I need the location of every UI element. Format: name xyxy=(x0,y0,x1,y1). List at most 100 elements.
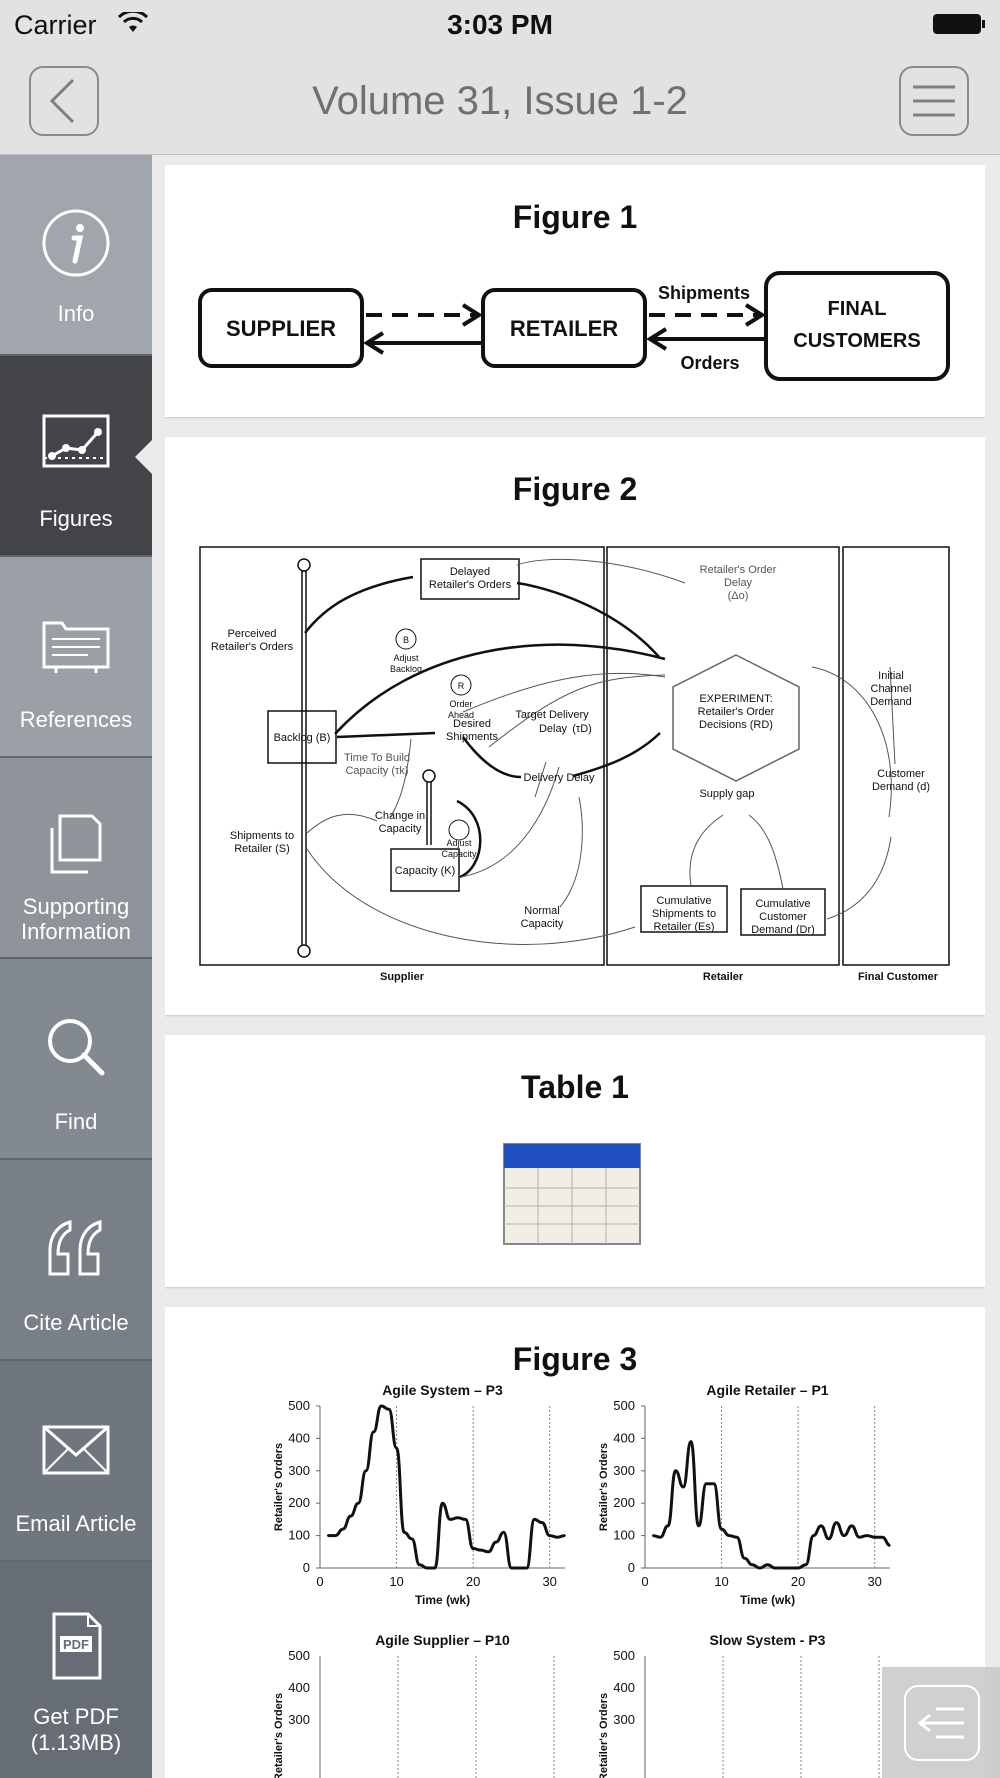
fig2-tau-d: (τD) xyxy=(572,723,592,735)
figures-list[interactable]: Figure 1 SUPPLIER RETAILER FINAL CUSTOME… xyxy=(165,165,985,1778)
collapse-button-frame xyxy=(904,1685,980,1761)
data-point xyxy=(334,1534,337,1537)
fig2-desired-2: Shipments xyxy=(446,731,498,743)
pdf-icon: PDF xyxy=(52,1612,102,1680)
y-tick-label: 300 xyxy=(288,1712,310,1727)
data-point xyxy=(766,1563,769,1566)
retailer-box xyxy=(481,288,647,368)
sidebar-item-get-pdf[interactable]: PDF Get PDF (1.13MB) xyxy=(0,1562,152,1778)
collapse-arrow-icon xyxy=(917,1707,964,1739)
fig2-delivery-delay: Delivery Delay xyxy=(524,772,595,784)
final-customers-box xyxy=(764,271,950,381)
data-point xyxy=(418,1563,421,1566)
final-customer-panel xyxy=(842,546,950,966)
data-point xyxy=(728,1534,731,1537)
fig2-shipments-ret-2: Retailer (S) xyxy=(234,843,290,855)
wifi-icon xyxy=(118,12,148,32)
figure-2-diagram[interactable]: Delayed Retailer's Orders Perceived Reta… xyxy=(165,437,985,1015)
fig2-experiment-1: EXPERIMENT: xyxy=(699,693,772,705)
fig2-normal-2: Capacity xyxy=(521,918,564,930)
figure-1-card[interactable]: Figure 1 SUPPLIER RETAILER FINAL CUSTOME… xyxy=(165,165,985,417)
sidebar-item-figures[interactable]: Figures xyxy=(0,356,152,557)
data-point xyxy=(548,1534,551,1537)
data-point xyxy=(479,1549,482,1551)
figure-2-card[interactable]: Figure 2 xyxy=(165,437,985,1015)
status-time: 3:03 PM xyxy=(447,9,553,40)
retailer-label: RETAILER xyxy=(510,316,618,341)
fig2-panel-supplier: Supplier xyxy=(380,971,425,983)
back-button[interactable] xyxy=(29,66,99,136)
info-icon xyxy=(42,209,110,277)
y-tick-label: 400 xyxy=(288,1680,310,1695)
data-point xyxy=(349,1515,352,1517)
y-axis-label: Retailer's Orders xyxy=(598,1693,610,1778)
data-point xyxy=(518,1567,520,1569)
fig2-delayed-1: Delayed xyxy=(450,566,490,578)
x-tick-label: 30 xyxy=(867,1574,881,1589)
data-point xyxy=(357,1502,360,1504)
fig2-cum-dem-3: Demand (Dr) xyxy=(751,924,815,936)
search-icon xyxy=(48,1019,105,1076)
supplier-box xyxy=(198,288,364,368)
series-line xyxy=(327,1404,566,1570)
battery-icon xyxy=(933,14,985,34)
chart-title: Slow System - P3 xyxy=(710,1632,826,1648)
data-point xyxy=(502,1531,505,1534)
sidebar-item-email-article[interactable]: Email Article xyxy=(0,1361,152,1562)
fig2-order-ahead-1: Order xyxy=(449,699,472,709)
status-bar: Carrier 3:03 PM xyxy=(0,0,1000,48)
figure-1-diagram[interactable]: SUPPLIER RETAILER FINAL CUSTOMERS Shipme… xyxy=(165,165,985,417)
sidebar-item-label-line2: Information xyxy=(20,919,132,944)
collapse-panel-button[interactable] xyxy=(882,1667,1000,1778)
y-tick-label: 0 xyxy=(303,1560,310,1575)
sidebar-item-info[interactable]: Info xyxy=(0,155,152,356)
sidebar-item-find[interactable]: Find xyxy=(0,959,152,1160)
data-point xyxy=(556,1536,559,1539)
fig2-change-cap-2: Capacity xyxy=(379,823,422,835)
back-arrow-icon xyxy=(49,78,75,124)
data-point xyxy=(835,1521,838,1524)
chart-title: Agile System – P3 xyxy=(382,1382,503,1398)
chart-title: Agile Retailer – P1 xyxy=(706,1382,828,1398)
y-tick-label: 500 xyxy=(288,1648,310,1663)
fig2-cum-dem-2: Customer xyxy=(759,911,807,923)
fig2-order-ahead-2: Ahead xyxy=(448,710,474,720)
sidebar-item-supporting-information[interactable]: Supporting Information xyxy=(0,758,152,959)
fig2-customer-demand-1: Customer xyxy=(877,768,925,780)
fig2-loop-b: B xyxy=(403,635,409,645)
table-icon[interactable] xyxy=(502,1142,642,1248)
supplier-panel xyxy=(199,546,605,966)
sidebar-item-cite-article[interactable]: Cite Article xyxy=(0,1160,152,1361)
data-point xyxy=(365,1470,367,1472)
fig2-adjust-cap-2: Capacity xyxy=(441,849,477,859)
fig2-panel-final: Final Customer xyxy=(858,971,939,983)
fig2-desired-1: Desired xyxy=(453,718,491,730)
orders-label: Orders xyxy=(680,353,739,373)
fig2-adjust-backlog-1: Adjust xyxy=(393,653,419,663)
menu-button[interactable] xyxy=(899,66,969,136)
data-point xyxy=(510,1567,513,1569)
fig2-time-build-1: Time To Build xyxy=(344,752,410,764)
data-point xyxy=(705,1482,708,1485)
data-point xyxy=(449,1518,451,1521)
data-point xyxy=(881,1536,884,1539)
sidebar-item-references[interactable]: References xyxy=(0,557,152,758)
data-point xyxy=(866,1534,868,1537)
active-indicator xyxy=(135,440,152,474)
fig2-supply-gap: Supply gap xyxy=(699,788,754,800)
data-point xyxy=(457,1516,459,1519)
data-point xyxy=(495,1541,497,1543)
table-1-card[interactable]: Table 1 xyxy=(165,1035,985,1287)
sidebar-item-label-line2: (1.13MB) xyxy=(30,1730,122,1755)
x-tick-label: 10 xyxy=(714,1574,728,1589)
data-point xyxy=(843,1534,845,1537)
y-tick-label: 400 xyxy=(613,1430,635,1445)
experiment-hexagon xyxy=(672,654,800,782)
supplier-label: SUPPLIER xyxy=(226,316,336,341)
data-point xyxy=(682,1486,685,1488)
fig2-shipments-ret-1: Shipments to xyxy=(230,830,294,842)
sidebar: Info Figures References Supporting Infor xyxy=(0,155,152,1778)
y-tick-label: 300 xyxy=(613,1712,635,1727)
